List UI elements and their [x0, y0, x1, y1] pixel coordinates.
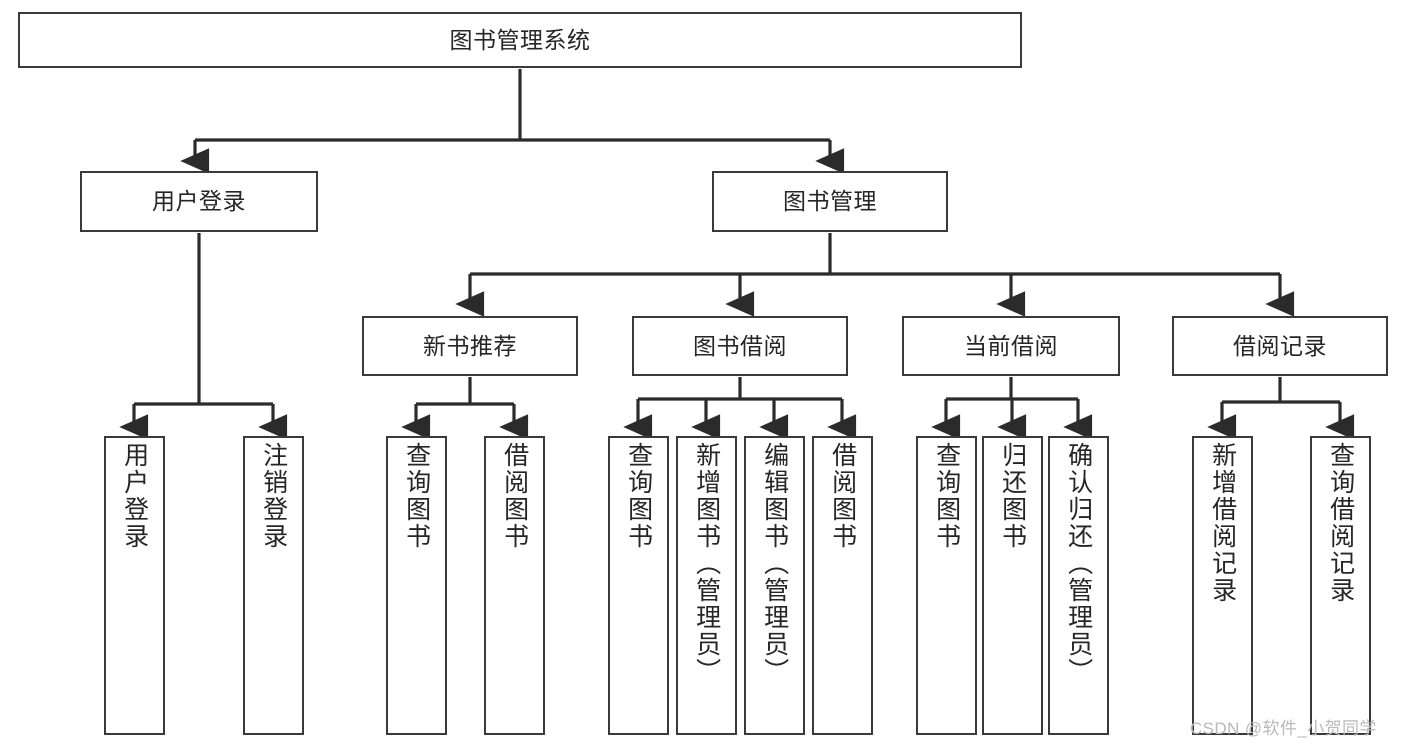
node-label: 新增借阅记录 — [1208, 442, 1237, 604]
leaf-return-book[interactable]: 归还图书 — [982, 436, 1043, 735]
node-user-login[interactable]: 用户登录 — [80, 171, 318, 232]
node-label: 用户登录 — [152, 188, 246, 215]
node-label: 归还图书 — [998, 442, 1027, 550]
node-label: 确认归还（管理员） — [1064, 442, 1093, 685]
leaf-query-book-recommend[interactable]: 查询图书 — [386, 436, 447, 735]
node-label: 借阅图书 — [500, 442, 529, 550]
leaf-add-book-admin[interactable]: 新增图书（管理员） — [676, 436, 737, 735]
node-label: 查询图书 — [402, 442, 431, 550]
leaf-borrow-book[interactable]: 借阅图书 — [812, 436, 873, 735]
node-label: 新书推荐 — [423, 332, 517, 359]
node-book-management[interactable]: 图书管理 — [712, 171, 948, 232]
node-label: 编辑图书（管理员） — [760, 442, 789, 685]
leaf-confirm-return-admin[interactable]: 确认归还（管理员） — [1048, 436, 1109, 735]
leaf-edit-book-admin[interactable]: 编辑图书（管理员） — [744, 436, 805, 735]
node-current-borrow[interactable]: 当前借阅 — [902, 316, 1120, 376]
leaf-borrow-book-recommend[interactable]: 借阅图书 — [484, 436, 545, 735]
node-root-system[interactable]: 图书管理系统 — [18, 12, 1022, 68]
node-borrow-record[interactable]: 借阅记录 — [1172, 316, 1388, 376]
node-label: 新增图书（管理员） — [692, 442, 721, 685]
leaf-add-borrow-record[interactable]: 新增借阅记录 — [1192, 436, 1253, 735]
node-label: 当前借阅 — [964, 332, 1058, 359]
leaf-query-book-current[interactable]: 查询图书 — [916, 436, 977, 735]
node-new-book-recommend[interactable]: 新书推荐 — [362, 316, 578, 376]
leaf-logout[interactable]: 注销登录 — [243, 436, 304, 735]
node-label: 用户登录 — [120, 442, 149, 550]
node-label: 注销登录 — [259, 442, 288, 550]
node-label: 图书管理系统 — [449, 26, 591, 53]
node-book-borrow[interactable]: 图书借阅 — [632, 316, 848, 376]
node-label: 借阅图书 — [828, 442, 857, 550]
node-label: 查询图书 — [624, 442, 653, 550]
node-label: 图书管理 — [783, 188, 877, 215]
node-label: 图书借阅 — [693, 332, 787, 359]
leaf-query-borrow-record[interactable]: 查询借阅记录 — [1310, 436, 1371, 735]
node-label: 查询借阅记录 — [1326, 442, 1355, 604]
node-label: 查询图书 — [932, 442, 961, 550]
node-label: 借阅记录 — [1233, 332, 1327, 359]
leaf-query-book-borrow[interactable]: 查询图书 — [608, 436, 669, 735]
csdn-watermark: CSDN @软件_小贺同学 — [1190, 719, 1377, 738]
leaf-user-login[interactable]: 用户登录 — [104, 436, 165, 735]
